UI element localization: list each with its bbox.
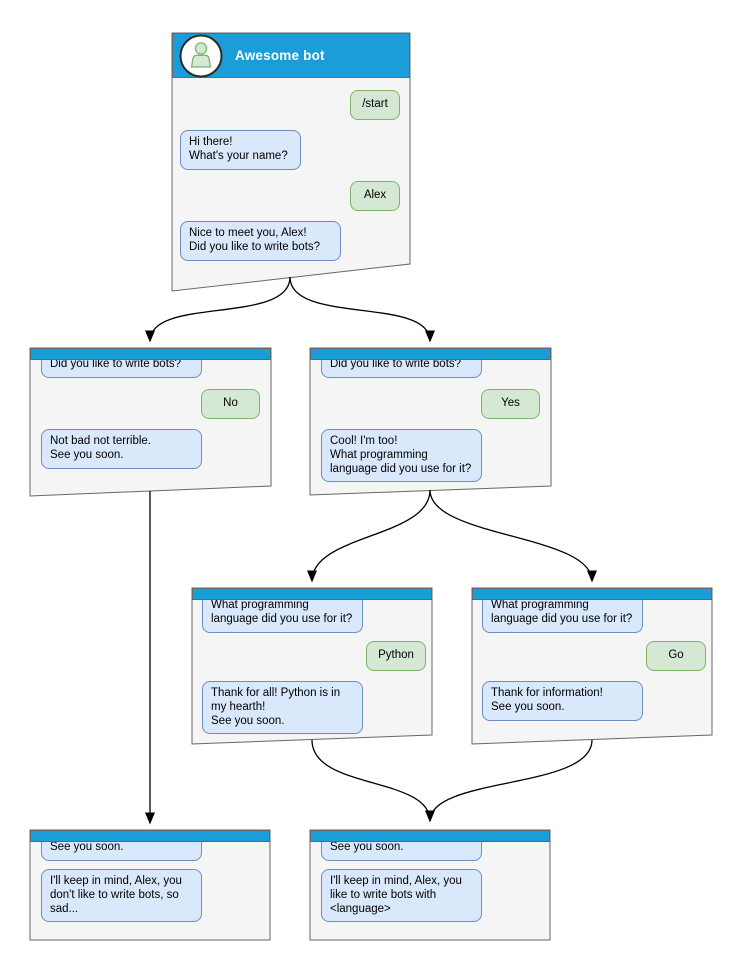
bot-message-bubble: Thank for all! Python is in my hearth! S… [202,681,363,735]
bot-avatar-person-icon [179,34,223,77]
user-message-bubble: Go [646,641,706,671]
window-title: Awesome bot [235,48,325,63]
user-message-bubble: Python [366,641,426,671]
window-header-branch-yes [310,348,551,360]
window-header-final-lang [310,830,550,842]
edge-go-to-final-lang [425,739,593,823]
chat-window-final-lang: See you soon. I'll keep in mind, Alex, y… [310,830,550,940]
bot-message-bubble: Thank for information! See you soon. [482,681,643,721]
user-message-bubble: Yes [481,389,540,419]
bot-message-bubble: Cool! I'm too! What programming language… [321,429,482,483]
user-message-bubble: No [201,389,260,419]
edge-branch-yes-to-python [307,489,431,583]
edge-branch-yes-to-go [429,489,597,583]
chat-window-root: Awesome bot /start Hi there! What's your… [172,33,410,291]
window-header-root: Awesome bot [172,33,410,78]
bot-message-bubble: Hi there! What's your name? [180,130,301,170]
bot-message-bubble: Not bad not terrible. See you soon. [41,429,202,469]
edge-root-to-branch-yes [289,276,435,343]
window-header-final-no [30,830,270,842]
chat-window-lang-go: What programming language did you use fo… [472,588,712,744]
window-header-branch-no [30,348,271,360]
chat-window-lang-python: What programming language did you use fo… [192,588,432,744]
bot-message-bubble: Nice to meet you, Alex! Did you like to … [180,221,341,261]
bot-message-bubble: I'll keep in mind, Alex, you like to wri… [321,869,482,923]
bot-message-bubble: I'll keep in mind, Alex, you don't like … [41,869,202,923]
chat-window-branch-yes: Did you like to write bots? Yes Cool! I'… [310,348,551,495]
chat-window-final-no: See you soon. I'll keep in mind, Alex, y… [30,830,270,940]
window-header-lang-python [192,588,432,600]
edge-root-to-branch-no [145,276,291,343]
user-message-bubble: Alex [350,181,400,211]
edge-python-to-final-lang [311,739,431,822]
user-message-bubble: /start [350,90,400,120]
chat-window-branch-no: Did you like to write bots? No Not bad n… [30,348,271,496]
window-header-lang-go [472,588,712,600]
